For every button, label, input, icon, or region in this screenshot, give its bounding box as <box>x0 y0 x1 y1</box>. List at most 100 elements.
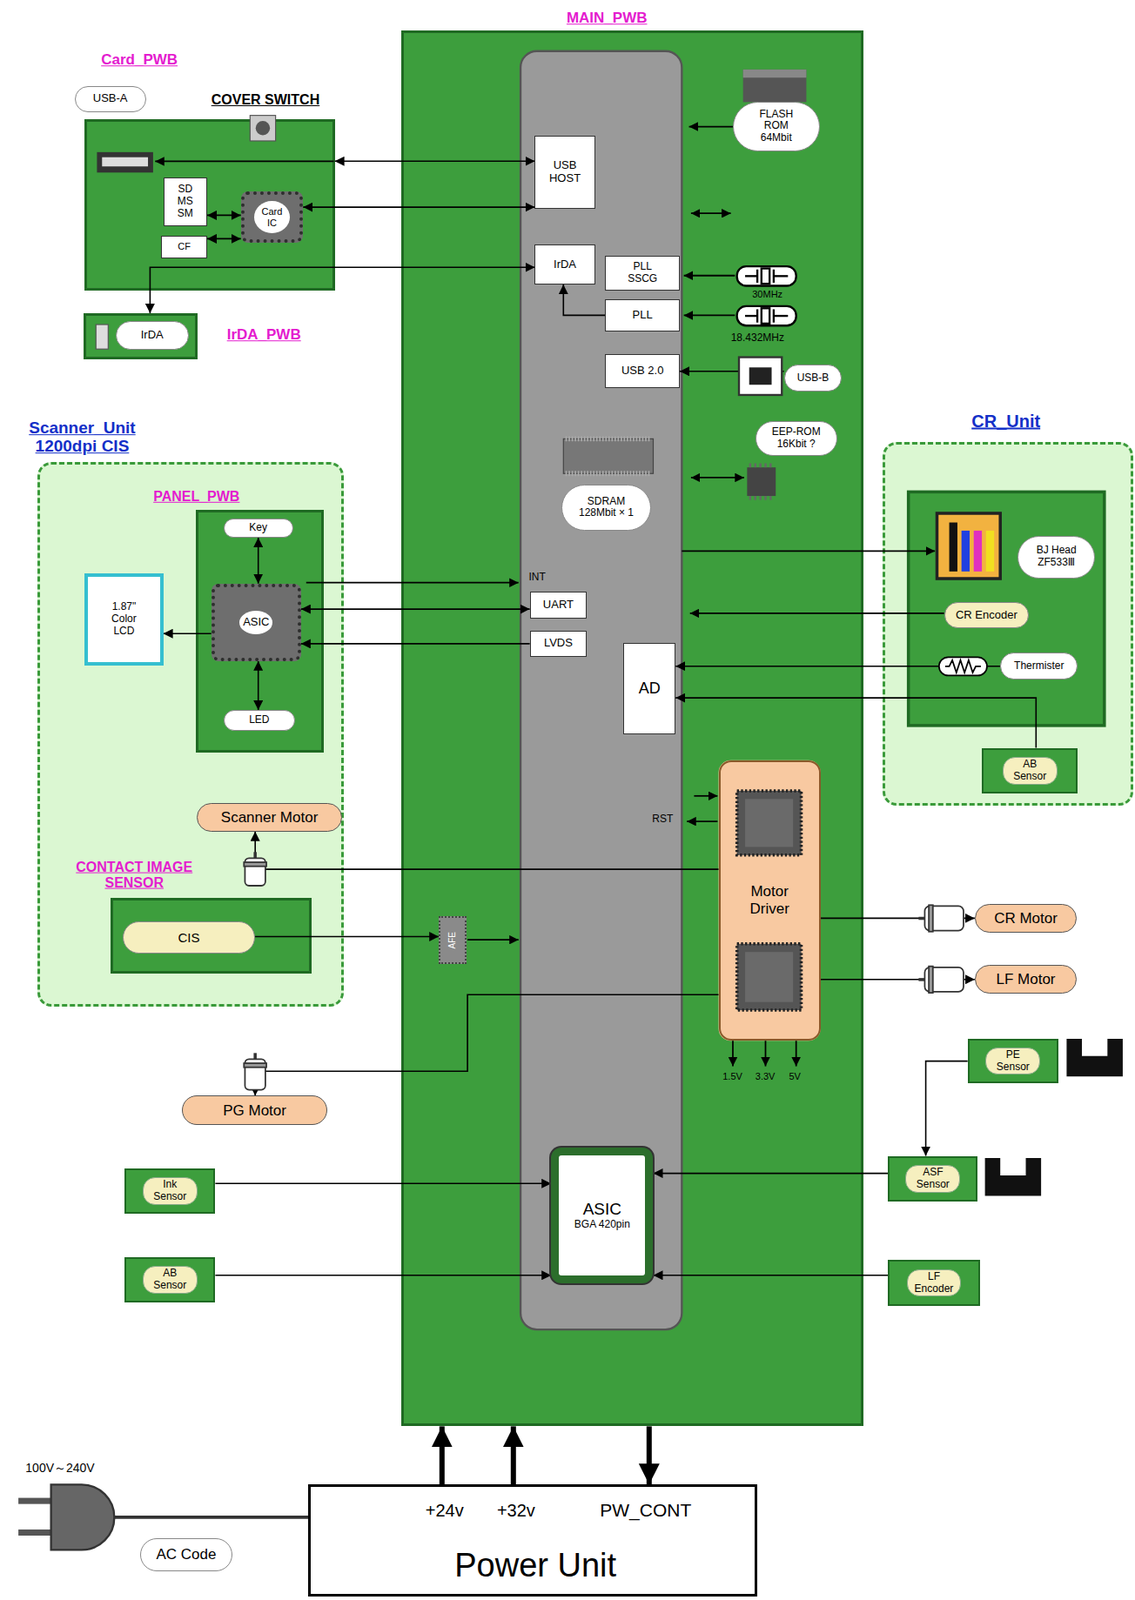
signal-label: 18.432MHz <box>731 332 785 345</box>
cover-switch <box>249 115 276 142</box>
node-text: SD MS SM <box>174 183 197 220</box>
node-text: 1.87" Color LCD <box>103 601 145 638</box>
region-heading: IrDA_PWB <box>227 326 302 344</box>
layout-arrows <box>306 582 519 585</box>
region-heading: Card_PWB <box>100 51 178 69</box>
bj-head-icon <box>961 530 970 572</box>
crystal <box>756 308 759 323</box>
motor-driver-art <box>737 944 802 1011</box>
layout-arrows <box>690 612 945 615</box>
signal-arrow <box>207 214 242 217</box>
board-region: MAIN_PWBUSB HOSTIrDAPLL SSCGPLLUSB 2.0FL… <box>401 30 864 1427</box>
usb-b-connector <box>738 357 782 396</box>
layout-arrows <box>684 315 736 317</box>
signal-arrow <box>675 665 1001 668</box>
motor-driver-art <box>745 952 793 1002</box>
signal-label: 100V～240V <box>25 1461 95 1476</box>
signal-label: 1.5V <box>722 1071 743 1083</box>
label-pill: EEP-ROM 16Kbit ? <box>755 421 838 457</box>
afe-chip: AFE <box>438 916 467 965</box>
node-text: IrDA <box>553 258 577 272</box>
signal-arrow <box>653 1275 889 1277</box>
signal-arrow <box>207 238 242 241</box>
region-heading: CONTACT IMAGE SENSOR <box>62 859 207 892</box>
motor-icon <box>918 978 925 982</box>
sdram-chip <box>565 436 652 442</box>
signal-arrow <box>820 918 975 921</box>
function-block: USB 2.0 <box>604 354 680 389</box>
motor-icon <box>924 906 964 931</box>
node-text: SDRAM 128Mbit × 1 <box>574 496 639 521</box>
node-text: Scanner Motor <box>221 809 319 827</box>
motor-icon <box>243 852 964 1090</box>
label-pill: AC Code <box>140 1538 234 1572</box>
motor-icon <box>918 905 964 932</box>
node-text: PE Sensor <box>985 1047 1041 1076</box>
asic-bus-bar <box>520 51 682 1330</box>
node-text: UART <box>543 598 574 612</box>
power-unit-box: +24v+32vPW_CONTPower Unit <box>308 1484 758 1598</box>
node-text: ASIC <box>583 1200 622 1220</box>
motor-driver-art <box>718 760 821 1041</box>
sdram-chip <box>563 438 653 474</box>
node-text: LED <box>248 714 269 727</box>
node-text: Ink Sensor <box>142 1177 198 1206</box>
resistor-symbol <box>939 657 988 676</box>
label-pill: BJ Head ZF533Ⅲ <box>1017 536 1095 579</box>
layout-arrows <box>154 161 334 163</box>
crystal <box>745 275 758 277</box>
signal-arrow <box>214 1275 551 1277</box>
signal-arrow <box>926 1061 968 1157</box>
ac-plug <box>51 1484 115 1551</box>
usb-a-connector <box>96 152 153 173</box>
node-text: Power Unit <box>454 1547 617 1586</box>
layout-arrows <box>689 126 733 128</box>
node-text: ASF Sensor <box>905 1165 961 1194</box>
board-region: Card_PWBSD MS SMCFCard IC <box>84 119 335 291</box>
board-region: CONTACT IMAGE SENSORCIS <box>110 898 312 974</box>
motor-icon <box>928 967 934 994</box>
signal-label: RST <box>651 813 673 827</box>
board-region: PANEL_PWBKeyASICLED <box>195 510 324 753</box>
node-text: LF Motor <box>996 971 1056 989</box>
signal-arrow <box>335 161 536 163</box>
motor-icon <box>243 862 267 867</box>
motor-driver-art <box>737 791 802 856</box>
node-text: CR Encoder <box>955 609 1018 623</box>
cr-board <box>908 491 1105 726</box>
function-block: LVDS <box>530 631 588 658</box>
motor-icon <box>924 967 964 993</box>
sensor-box: PE Sensor <box>967 1039 1059 1085</box>
crystal <box>756 269 759 283</box>
usb-b-connector <box>738 357 782 396</box>
signal-arrow <box>163 632 212 635</box>
layout-arrows <box>154 127 944 1068</box>
label-pill: SDRAM 128Mbit × 1 <box>561 484 652 531</box>
sdram-chip <box>565 470 652 477</box>
motor-pill: Scanner Motor <box>196 803 343 833</box>
signal-arrow <box>255 936 439 939</box>
layout-arrows <box>795 1040 798 1067</box>
signal-label: 30MHz <box>752 288 783 301</box>
function-block: PLL SSCG <box>604 255 680 291</box>
crystal <box>773 275 788 277</box>
label-pill: CIS <box>122 921 256 955</box>
unit-region: Scanner_Unit 1200dpi CISPANEL_PWBKeyASIC… <box>37 462 344 1008</box>
usb-a-connector <box>101 157 148 168</box>
layout-arrows <box>467 939 519 941</box>
signal-arrow <box>257 661 260 711</box>
signal-arrow <box>563 284 605 316</box>
signal-arrow <box>255 832 719 870</box>
signal-label: 3.3V <box>755 1071 776 1083</box>
resistor-symbol <box>945 660 981 673</box>
signal-label: COVER SWITCH <box>211 92 320 108</box>
signal-arrow <box>653 1173 889 1176</box>
function-block: AD <box>623 643 676 736</box>
motor-icon <box>918 917 925 921</box>
signal-arrow <box>301 608 531 611</box>
node-text: AB Sensor <box>142 1266 198 1295</box>
power-arrow <box>510 1426 517 1485</box>
label-pill: LED <box>223 710 296 731</box>
crystal <box>745 315 758 317</box>
motor-driver-art <box>718 760 821 1041</box>
